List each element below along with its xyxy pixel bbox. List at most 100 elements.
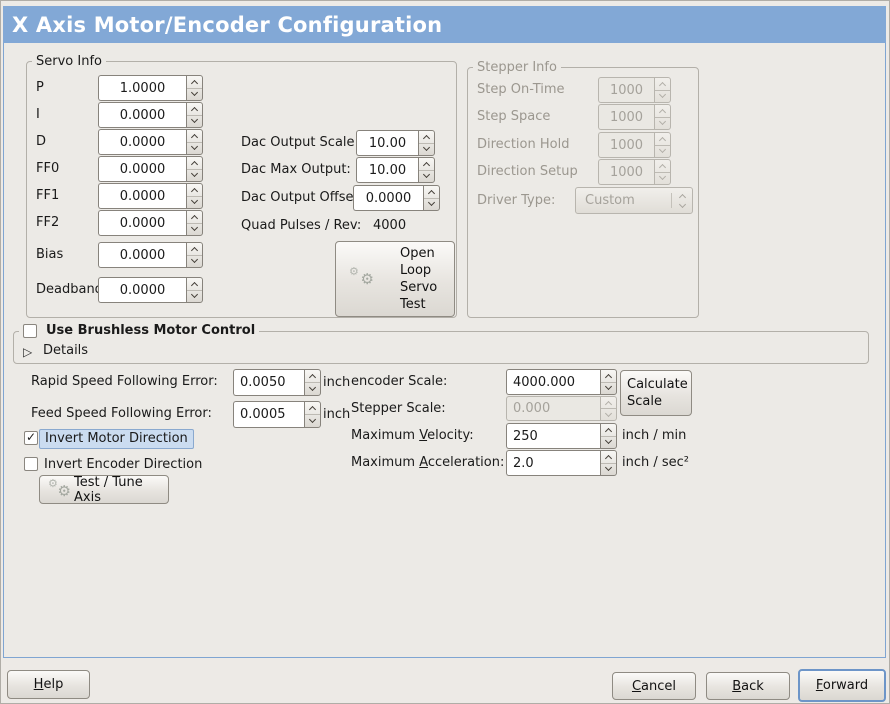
feed-following-error-value[interactable]: 0.0005 bbox=[233, 401, 304, 428]
rapid-following-error-unit: inch bbox=[323, 375, 351, 390]
expander-icon[interactable]: ▷ bbox=[23, 345, 33, 359]
max-acceleration-input[interactable]: 2.0 bbox=[506, 450, 617, 476]
ff1-value[interactable]: 0.0000 bbox=[98, 183, 186, 209]
spin-down-button[interactable] bbox=[419, 171, 434, 183]
spin-up-button[interactable] bbox=[187, 130, 202, 143]
help-button[interactable]: Help bbox=[7, 670, 90, 699]
ff1-label: FF1 bbox=[36, 188, 60, 203]
stepper-scale-input: 0.000 bbox=[506, 396, 617, 421]
calculate-scale-button[interactable]: Calculate Scale bbox=[620, 370, 692, 416]
deadband-value[interactable]: 0.0000 bbox=[98, 277, 186, 303]
spin-up-button[interactable] bbox=[419, 158, 434, 171]
spin-down-button[interactable] bbox=[187, 197, 202, 209]
spin-down-button[interactable] bbox=[305, 415, 320, 427]
spin-up-button[interactable] bbox=[601, 370, 616, 383]
p-value[interactable]: 1.0000 bbox=[98, 75, 186, 101]
cancel-button[interactable]: Cancel bbox=[612, 672, 696, 700]
invert-encoder-checkbox[interactable] bbox=[24, 457, 38, 471]
spin-down-button[interactable] bbox=[187, 170, 202, 182]
spin-up-button[interactable] bbox=[305, 402, 320, 415]
spin-up-button[interactable] bbox=[187, 278, 202, 291]
driver-type-select: Custom bbox=[575, 187, 693, 214]
deadband-label: Deadband bbox=[36, 282, 103, 297]
quad-pulses-value: 4000 bbox=[373, 218, 407, 233]
dac-output-offset-value[interactable]: 0.0000 bbox=[353, 185, 423, 211]
ff2-value[interactable]: 0.0000 bbox=[98, 210, 186, 236]
spin-down-button[interactable] bbox=[187, 256, 202, 268]
spin-down-button[interactable] bbox=[187, 143, 202, 155]
spin-up-button[interactable] bbox=[601, 424, 616, 437]
ff2-input[interactable]: 0.0000 bbox=[98, 210, 203, 236]
spin-up-button[interactable] bbox=[187, 157, 202, 170]
spin-down-button[interactable] bbox=[419, 144, 434, 156]
d-value[interactable]: 0.0000 bbox=[98, 129, 186, 155]
spin-up-button[interactable] bbox=[187, 103, 202, 116]
forward-button[interactable]: Forward bbox=[798, 669, 886, 702]
deadband-input[interactable]: 0.0000 bbox=[98, 277, 203, 303]
test-tune-axis-button[interactable]: ⚙ ⚙ Test / Tune Axis bbox=[39, 474, 169, 505]
i-input[interactable]: 0.0000 bbox=[98, 102, 203, 128]
stepper-info-frame bbox=[467, 67, 699, 318]
spin-down-button[interactable] bbox=[601, 437, 616, 449]
combo-arrows-icon bbox=[672, 193, 692, 208]
spin-down-button bbox=[655, 173, 670, 185]
bias-value[interactable]: 0.0000 bbox=[98, 242, 186, 268]
ff0-label: FF0 bbox=[36, 161, 60, 176]
forward-button-label: Forward bbox=[816, 678, 868, 693]
dac-output-scale-input[interactable]: 10.00 bbox=[356, 130, 435, 156]
invert-motor-checkbox[interactable]: ✓ bbox=[24, 430, 38, 445]
spin-up-button[interactable] bbox=[187, 76, 202, 89]
feed-following-error-input[interactable]: 0.0005 bbox=[233, 401, 321, 428]
i-value[interactable]: 0.0000 bbox=[98, 102, 186, 128]
dac-max-output-input[interactable]: 10.00 bbox=[356, 157, 435, 183]
page-title: X Axis Motor/Encoder Configuration bbox=[12, 12, 443, 37]
dac-max-output-label: Dac Max Output: bbox=[241, 162, 351, 177]
ff0-value[interactable]: 0.0000 bbox=[98, 156, 186, 182]
rapid-following-error-input[interactable]: 0.0050 bbox=[233, 369, 321, 396]
rapid-following-error-value[interactable]: 0.0050 bbox=[233, 369, 304, 396]
step-on-time-input: 1000 bbox=[598, 77, 671, 103]
spin-up-button bbox=[655, 78, 670, 91]
spin-up-button[interactable] bbox=[424, 186, 439, 199]
spin-up-button[interactable] bbox=[419, 131, 434, 144]
dac-max-output-value[interactable]: 10.00 bbox=[356, 157, 418, 183]
spin-down-button[interactable] bbox=[187, 291, 202, 303]
spin-up-button[interactable] bbox=[187, 243, 202, 256]
dac-output-scale-value[interactable]: 10.00 bbox=[356, 130, 418, 156]
use-brushless-checkbox[interactable] bbox=[23, 323, 37, 338]
bias-input[interactable]: 0.0000 bbox=[98, 242, 203, 268]
cancel-button-label: Cancel bbox=[632, 679, 676, 694]
spin-up-button[interactable] bbox=[187, 184, 202, 197]
max-velocity-value[interactable]: 250 bbox=[506, 423, 600, 449]
spin-up-button[interactable] bbox=[187, 211, 202, 224]
ff1-input[interactable]: 0.0000 bbox=[98, 183, 203, 209]
max-velocity-input[interactable]: 250 bbox=[506, 423, 617, 449]
spin-up-button bbox=[655, 133, 670, 146]
invert-encoder-label[interactable]: Invert Encoder Direction bbox=[44, 457, 203, 472]
servo-info-legend: Servo Info bbox=[32, 54, 106, 69]
max-acceleration-value[interactable]: 2.0 bbox=[506, 450, 600, 476]
max-acceleration-label: Maximum Acceleration: bbox=[351, 450, 504, 476]
details-expander[interactable]: Details bbox=[43, 343, 89, 358]
spin-down-button[interactable] bbox=[601, 383, 616, 395]
dac-output-offset-input[interactable]: 0.0000 bbox=[353, 185, 440, 211]
spin-up-button[interactable] bbox=[305, 370, 320, 383]
spin-down-button[interactable] bbox=[305, 383, 320, 395]
test-tune-axis-label: Test / Tune Axis bbox=[74, 474, 143, 505]
invert-motor-label[interactable]: Invert Motor Direction bbox=[39, 429, 194, 449]
back-mnemonic: B bbox=[732, 678, 742, 694]
spin-down-button[interactable] bbox=[601, 464, 616, 476]
spin-down-button[interactable] bbox=[187, 89, 202, 101]
encoder-scale-input[interactable]: 4000.000 bbox=[506, 369, 617, 395]
max-velocity-unit: inch / min bbox=[622, 428, 687, 443]
p-input[interactable]: 1.0000 bbox=[98, 75, 203, 101]
spin-up-button[interactable] bbox=[601, 451, 616, 464]
open-loop-servo-test-button[interactable]: ⚙ ⚙ Open Loop Servo Test bbox=[335, 241, 455, 317]
spin-down-button[interactable] bbox=[424, 199, 439, 211]
encoder-scale-value[interactable]: 4000.000 bbox=[506, 369, 600, 395]
spin-down-button[interactable] bbox=[187, 116, 202, 128]
spin-down-button[interactable] bbox=[187, 224, 202, 236]
d-input[interactable]: 0.0000 bbox=[98, 129, 203, 155]
back-button[interactable]: Back bbox=[706, 672, 790, 700]
ff0-input[interactable]: 0.0000 bbox=[98, 156, 203, 182]
